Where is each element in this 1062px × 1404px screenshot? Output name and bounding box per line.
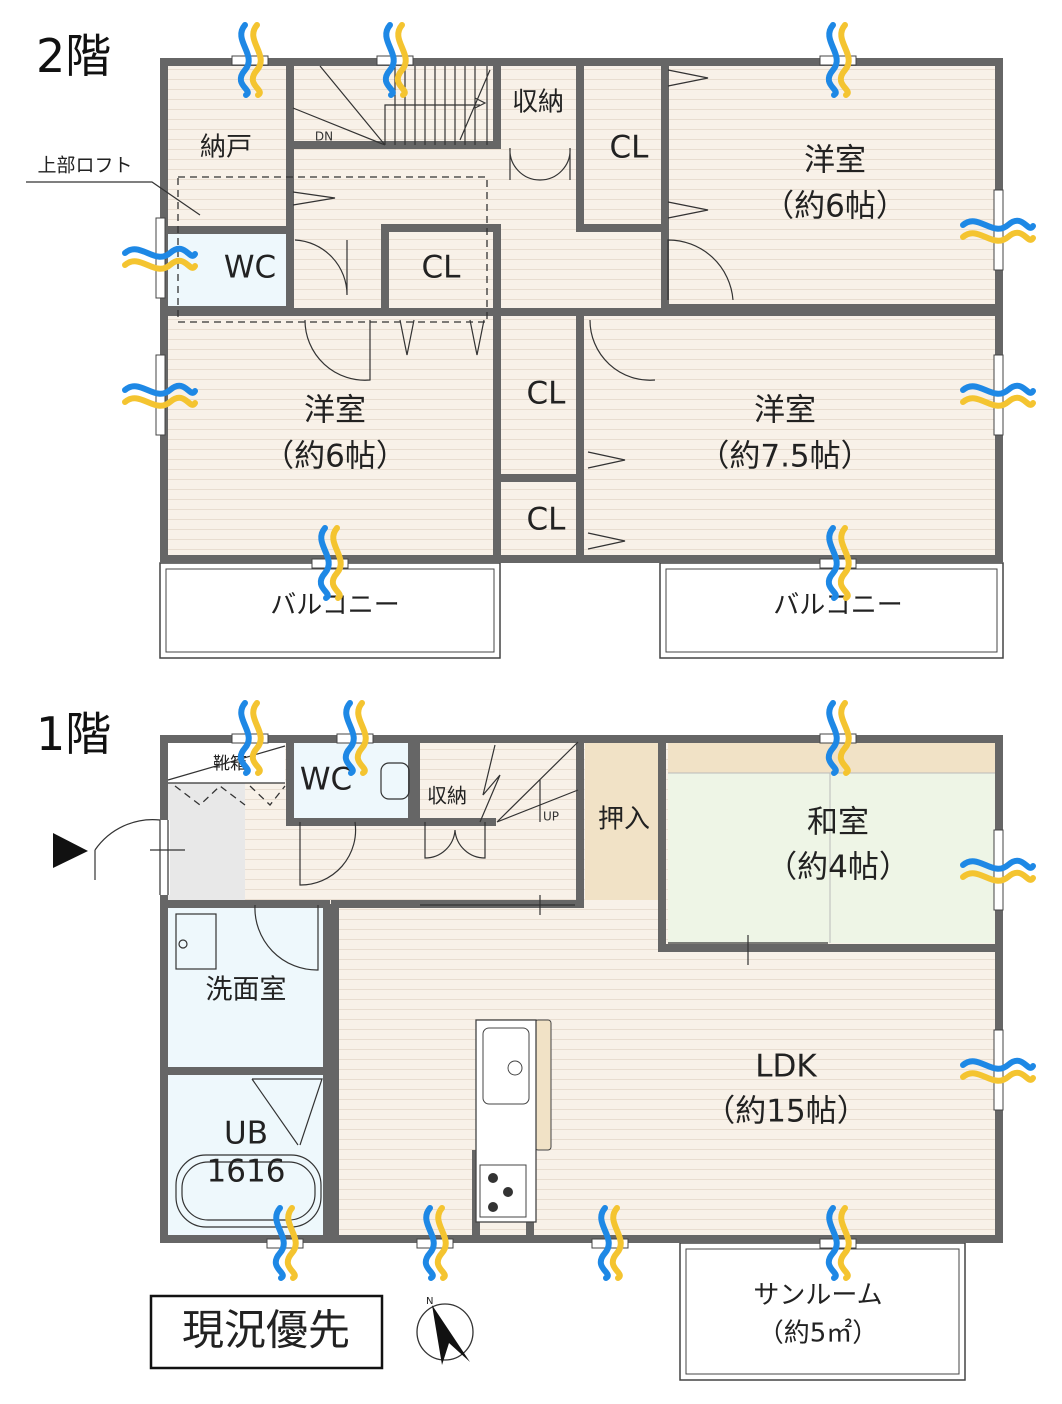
room-ldk: LDK	[755, 1049, 817, 1085]
notice-text: 現況優先	[182, 1306, 350, 1355]
stairs-dn-label: DN	[315, 130, 333, 144]
wind-icon	[376, 22, 414, 98]
room-wc-1f: WC	[300, 762, 352, 798]
room-storeroom: 納戸	[200, 133, 252, 163]
loft-leader-line	[26, 181, 201, 216]
room-cl-top: CL	[610, 130, 650, 166]
wind-icon	[960, 354, 1036, 436]
wind-icon	[819, 22, 857, 98]
room-storage-2f: 収納	[512, 88, 564, 118]
stairs-up-label: UP	[543, 810, 559, 824]
balcony-left-label: バルコニー	[270, 591, 399, 621]
wind-icon	[819, 1205, 857, 1281]
floor2-room-labels: 納戸 WC 収納 CL CL CL CL 洋室 （約6帖） 洋室 （約6帖） 洋…	[200, 88, 907, 621]
floor1-title: 1階	[36, 707, 111, 761]
floor1-room-labels: 靴箱 WC 収納 UP 押入 和室 （約4帖） 洗面室 UB 1616 LDK …	[206, 754, 910, 1349]
room-bath-size: 1616	[207, 1154, 286, 1190]
closet-floor	[585, 743, 662, 900]
sunroom	[679, 1242, 966, 1381]
room-sunroom-size: （約5㎡）	[758, 1319, 879, 1349]
entrance-arrow-icon	[53, 833, 88, 868]
entrance-floor	[168, 783, 245, 900]
wind-icon	[122, 354, 198, 436]
room-washroom: 洗面室	[206, 975, 287, 1006]
wind-icon	[960, 1029, 1036, 1111]
stairs-2f	[292, 65, 491, 146]
floor2-title: 2階	[36, 29, 111, 83]
wind-icon	[266, 1205, 304, 1281]
room-japanese: 和室	[807, 805, 869, 841]
loft-label: 上部ロフト	[37, 155, 132, 177]
balcony-left	[159, 562, 501, 659]
wind-icon	[960, 189, 1036, 271]
floor2-plan: DN 上部ロフト	[26, 58, 1004, 659]
svg-text:N: N	[426, 1296, 433, 1307]
room-cl-bottom: CL	[527, 502, 567, 538]
wind-icon	[231, 22, 269, 98]
wind-icon	[819, 700, 857, 776]
room-sunroom: サンルーム	[753, 1281, 882, 1311]
compass-icon: N	[416, 1296, 474, 1365]
room-wc-2f: WC	[224, 250, 276, 286]
wc2-floor	[168, 234, 288, 308]
doors-2f	[292, 69, 734, 550]
room-storage-1f: 収納	[427, 784, 467, 808]
fixtures-1f	[175, 741, 579, 1228]
room-western-se: 洋室	[754, 393, 816, 429]
wind-icon	[122, 217, 198, 299]
room-japanese-size: （約4帖）	[766, 850, 910, 886]
room-western-sw: 洋室	[304, 393, 366, 429]
wind-icon	[591, 1205, 629, 1281]
floor1-plan	[53, 735, 1003, 1381]
wind-icon	[960, 829, 1036, 911]
wind-icon	[336, 700, 374, 776]
wind-icon	[819, 525, 857, 601]
room-western-sw-size: （約6帖）	[263, 439, 407, 475]
tatami-floor	[668, 743, 995, 943]
room-ldk-size: （約15帖）	[704, 1094, 867, 1130]
wind-icon	[231, 700, 269, 776]
room-bath: UB	[224, 1116, 268, 1152]
room-western-se-size: （約7.5帖）	[698, 439, 871, 475]
wind-icon	[416, 1205, 454, 1281]
kitchen-counter	[475, 1019, 552, 1223]
room-western-ne: 洋室	[804, 143, 866, 179]
room-cl-mid: CL	[527, 376, 567, 412]
ventilation-icons	[122, 22, 1036, 1281]
room-cl-center: CL	[422, 250, 462, 286]
room-western-ne-size: （約6帖）	[763, 189, 907, 225]
wind-icon	[311, 525, 349, 601]
room-closet: 押入	[598, 805, 650, 835]
notice-box	[149, 1294, 384, 1370]
